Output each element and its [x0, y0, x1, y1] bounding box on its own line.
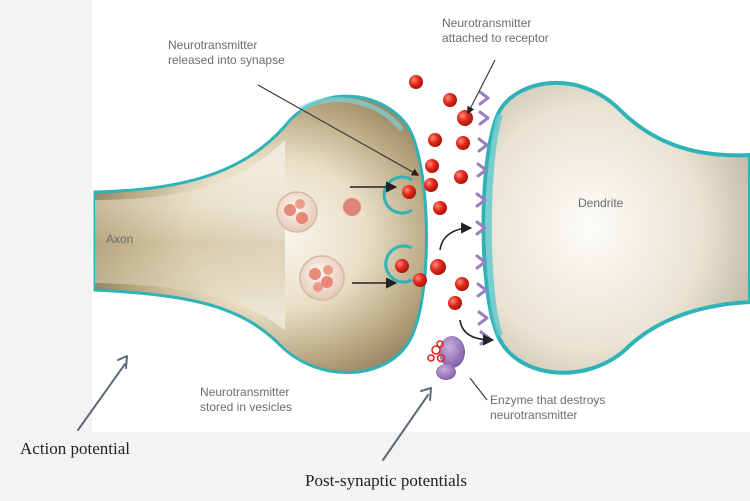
caption-post-synaptic: Post-synaptic potentials [305, 471, 467, 491]
label-axon: Axon [106, 232, 133, 247]
label-attached-line1: Neurotransmitter [442, 16, 549, 31]
caption-action-potential: Action potential [20, 439, 130, 459]
label-stored-line1: Neurotransmitter [200, 385, 292, 400]
label-enzyme: Enzyme that destroys neurotransmitter [490, 393, 605, 423]
label-attached: Neurotransmitter attached to receptor [442, 16, 549, 46]
label-released: Neurotransmitter released into synapse [168, 38, 285, 68]
label-attached-line2: attached to receptor [442, 31, 549, 46]
label-enzyme-line1: Enzyme that destroys [490, 393, 605, 408]
label-enzyme-line2: neurotransmitter [490, 408, 605, 423]
label-dendrite: Dendrite [578, 196, 623, 211]
label-released-line2: released into synapse [168, 53, 285, 68]
label-released-line1: Neurotransmitter [168, 38, 285, 53]
label-stored: Neurotransmitter stored in vesicles [200, 385, 292, 415]
label-stored-line2: stored in vesicles [200, 400, 292, 415]
